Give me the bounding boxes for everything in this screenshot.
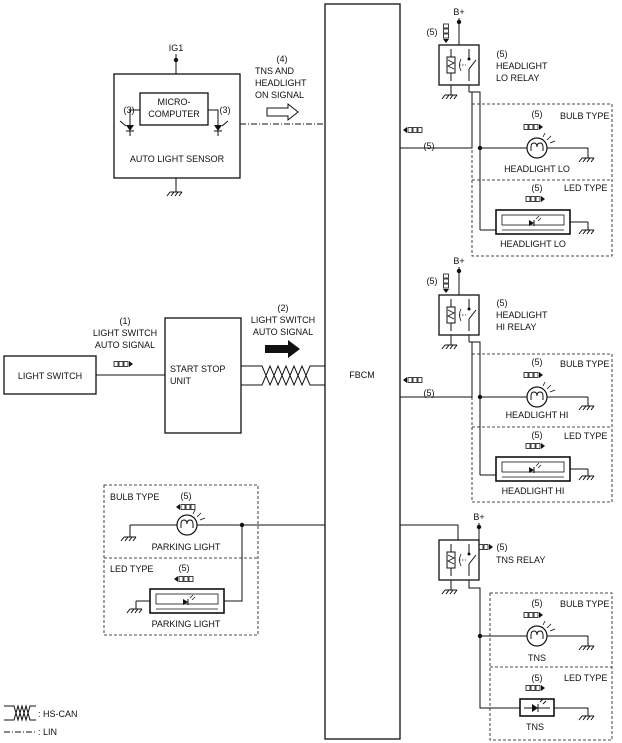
legend-lin: : LIN: [38, 727, 57, 737]
parking-light-label-led: PARKING LIGHT: [152, 619, 221, 629]
parking-bulb-icon: [176, 509, 206, 536]
legend-hs-can: : HS-CAN: [38, 709, 78, 719]
bplus-tns: B+: [473, 512, 484, 522]
headlight-hi-label-led: HEADLIGHT HI: [502, 486, 565, 496]
microcomputer-label-1: MICRO-: [158, 97, 191, 107]
signal-1-line-2: AUTO SIGNAL: [95, 340, 155, 350]
auto-light-sensor-label: AUTO LIGHT SENSOR: [130, 154, 225, 164]
parking-light-label-bulb: PARKING LIGHT: [152, 542, 221, 552]
marker-5: (5): [181, 491, 192, 501]
hs-can-line: [241, 364, 325, 387]
parking-bulb-type-label: BULB TYPE: [110, 492, 159, 502]
signal-1-num: (1): [120, 316, 131, 326]
tns-relay-icon: [438, 539, 480, 581]
signal-2-line-2: AUTO SIGNAL: [253, 327, 313, 337]
headlight-lo-led-icon: [495, 209, 571, 235]
marker-5: (5): [497, 298, 508, 308]
marker-5: (5): [532, 673, 543, 683]
hi-relay-icon: [438, 294, 480, 336]
signal-2-arrow-icon: [265, 340, 300, 358]
tns-relay-label: TNS RELAY: [496, 555, 545, 565]
parking-led-icon: [149, 588, 225, 614]
headlight-lo-label-bulb: HEADLIGHT LO: [504, 164, 570, 174]
marker-5: (5): [424, 141, 435, 151]
tns-led-type-label: LED TYPE: [564, 673, 607, 683]
signal-2-line-1: LIGHT SWITCH: [251, 315, 315, 325]
auto-light-sensor: IG1 MICRO- COMPUTER (3) (3) AUTO LIGHT S…: [113, 43, 241, 197]
headlight-hi-group: B+ (5) (5) HEADLIGHT HI RELAY (5) BULB T…: [400, 256, 613, 503]
marker-5: (5): [532, 430, 543, 440]
photodiode-right-icon: [214, 125, 222, 131]
headlight-hi-label-bulb: HEADLIGHT HI: [506, 410, 569, 420]
start-stop-unit-box: [164, 317, 242, 434]
light-switch-label: LIGHT SWITCH: [18, 371, 82, 381]
lo-bulb-type-label: BULB TYPE: [560, 111, 609, 121]
headlight-lo-group: B+ (5) (5) HEADLIGHT LO RELAY (5) BULB T…: [400, 7, 613, 257]
hi-bulb-type-label: BULB TYPE: [560, 359, 609, 369]
ground-icon: [166, 191, 183, 197]
signal-4-arrow-icon: [266, 102, 299, 122]
microcomputer-label-2: COMPUTER: [148, 109, 200, 119]
parking-light-group: BULB TYPE LED TYPE (5) PARKING LIGHT (5)…: [103, 484, 325, 636]
marker-5: (5): [424, 388, 435, 398]
bplus-lo: B+: [453, 7, 464, 17]
start-stop-label-2: UNIT: [170, 376, 191, 386]
tns-label-bulb: TNS: [528, 653, 546, 663]
light-switch-box: [3, 355, 97, 395]
marker-5: (5): [497, 49, 508, 59]
ig1-label: IG1: [169, 43, 184, 53]
marker-5: (5): [427, 276, 438, 286]
signal-4-num: (4): [277, 54, 288, 64]
tns-label-led: TNS: [526, 722, 544, 732]
tns-bulb-type-label: BULB TYPE: [560, 599, 609, 609]
signal-4-line-2: HEADLIGHT: [255, 78, 307, 88]
tns-bulb-icon: [526, 620, 556, 647]
packet-right-icon: [113, 360, 134, 368]
marker-5: (5): [532, 183, 543, 193]
marker-5: (5): [179, 563, 190, 573]
hi-relay-label-1: HEADLIGHT: [496, 310, 548, 320]
lo-relay-label-2: LO RELAY: [496, 73, 539, 83]
headlight-hi-bulb-icon: [526, 381, 556, 408]
headlight-lo-label-led: HEADLIGHT LO: [500, 239, 566, 249]
hi-led-type-label: LED TYPE: [564, 431, 607, 441]
signal-2-num: (2): [278, 303, 289, 313]
marker-5: (5): [532, 598, 543, 608]
fbcm-label: FBCM: [349, 370, 375, 380]
signal-4-line-3: ON SIGNAL: [255, 90, 304, 100]
bplus-hi: B+: [453, 256, 464, 266]
parking-led-type-label: LED TYPE: [110, 564, 153, 574]
signal-1-line-1: LIGHT SWITCH: [93, 328, 157, 338]
start-stop-label-1: START STOP: [170, 364, 225, 374]
headlight-hi-led-icon: [495, 456, 571, 482]
lo-led-type-label: LED TYPE: [564, 183, 607, 193]
legend: : HS-CAN : LIN: [4, 704, 78, 737]
marker-3-left: (3): [124, 105, 135, 115]
photodiode-left-icon: [126, 125, 134, 131]
marker-3-right: (3): [220, 105, 231, 115]
lo-relay-icon: [438, 44, 480, 86]
marker-5: (5): [427, 27, 438, 37]
hi-relay-label-2: HI RELAY: [496, 322, 536, 332]
fbcm-module: [324, 3, 401, 740]
headlight-lo-bulb-icon: [526, 132, 556, 159]
tns-led-icon: [519, 698, 555, 717]
lo-relay-label-1: HEADLIGHT: [496, 61, 548, 71]
tns-group: B+ (5) TNS RELAY BULB TYPE LED TYPE (5) …: [400, 512, 613, 741]
signal-4-line-1: TNS AND: [255, 66, 295, 76]
marker-5: (5): [532, 109, 543, 119]
marker-5: (5): [532, 357, 543, 367]
marker-5: (5): [497, 542, 508, 552]
